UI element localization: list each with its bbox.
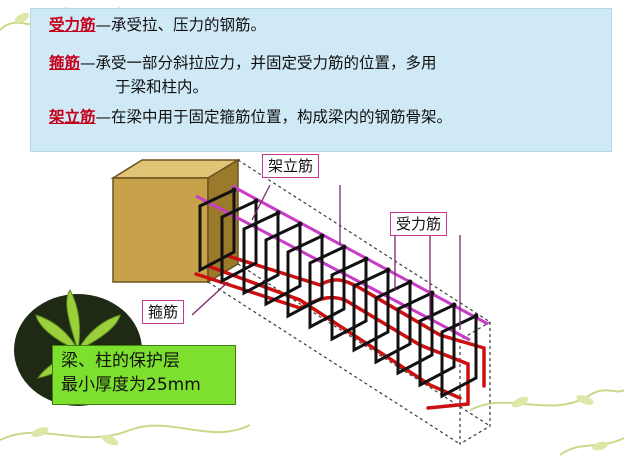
- desc-main-bar: —承受拉、压力的钢筋。: [95, 16, 267, 34]
- erection-bars: [195, 184, 489, 342]
- definition-stirrup: 箍筋—承受一部分斜拉应力，并固定受力筋的位置，多用: [49, 53, 437, 73]
- definitions-box: 受力筋—承受拉、压力的钢筋。 箍筋—承受一部分斜拉应力，并固定受力筋的位置，多用…: [30, 8, 612, 152]
- stirrups: [198, 187, 478, 399]
- stirrup-hooks: [231, 187, 479, 319]
- label-main-bar: 受力筋: [390, 212, 448, 236]
- leader-lines: [191, 184, 461, 330]
- definition-main-bar: 受力筋—承受拉、压力的钢筋。: [49, 15, 266, 35]
- desc-erection-bar: —在梁中用于固定箍筋位置，构成梁内的钢筋骨架。: [95, 108, 453, 126]
- term-erection-bar: 架立筋: [49, 108, 96, 126]
- definition-erection-bar: 架立筋—在梁中用于固定箍筋位置，构成梁内的钢筋骨架。: [49, 107, 452, 127]
- concrete-section-front: [112, 177, 209, 283]
- cover-note-box: 梁、柱的保护层 最小厚度为25mm: [52, 345, 236, 405]
- label-stirrup: 箍筋: [142, 300, 185, 324]
- cover-note-line1: 梁、柱的保护层: [61, 351, 180, 371]
- label-erection-bar: 架立筋: [262, 154, 320, 178]
- desc-stirrup: —承受一部分斜拉应力，并固定受力筋的位置，多用: [80, 54, 437, 72]
- definition-stirrup-cont: 于梁和柱内。: [115, 78, 209, 96]
- term-stirrup: 箍筋: [49, 54, 81, 72]
- term-main-bar: 受力筋: [49, 16, 96, 34]
- cover-note-line2: 最小厚度为25mm: [61, 375, 201, 395]
